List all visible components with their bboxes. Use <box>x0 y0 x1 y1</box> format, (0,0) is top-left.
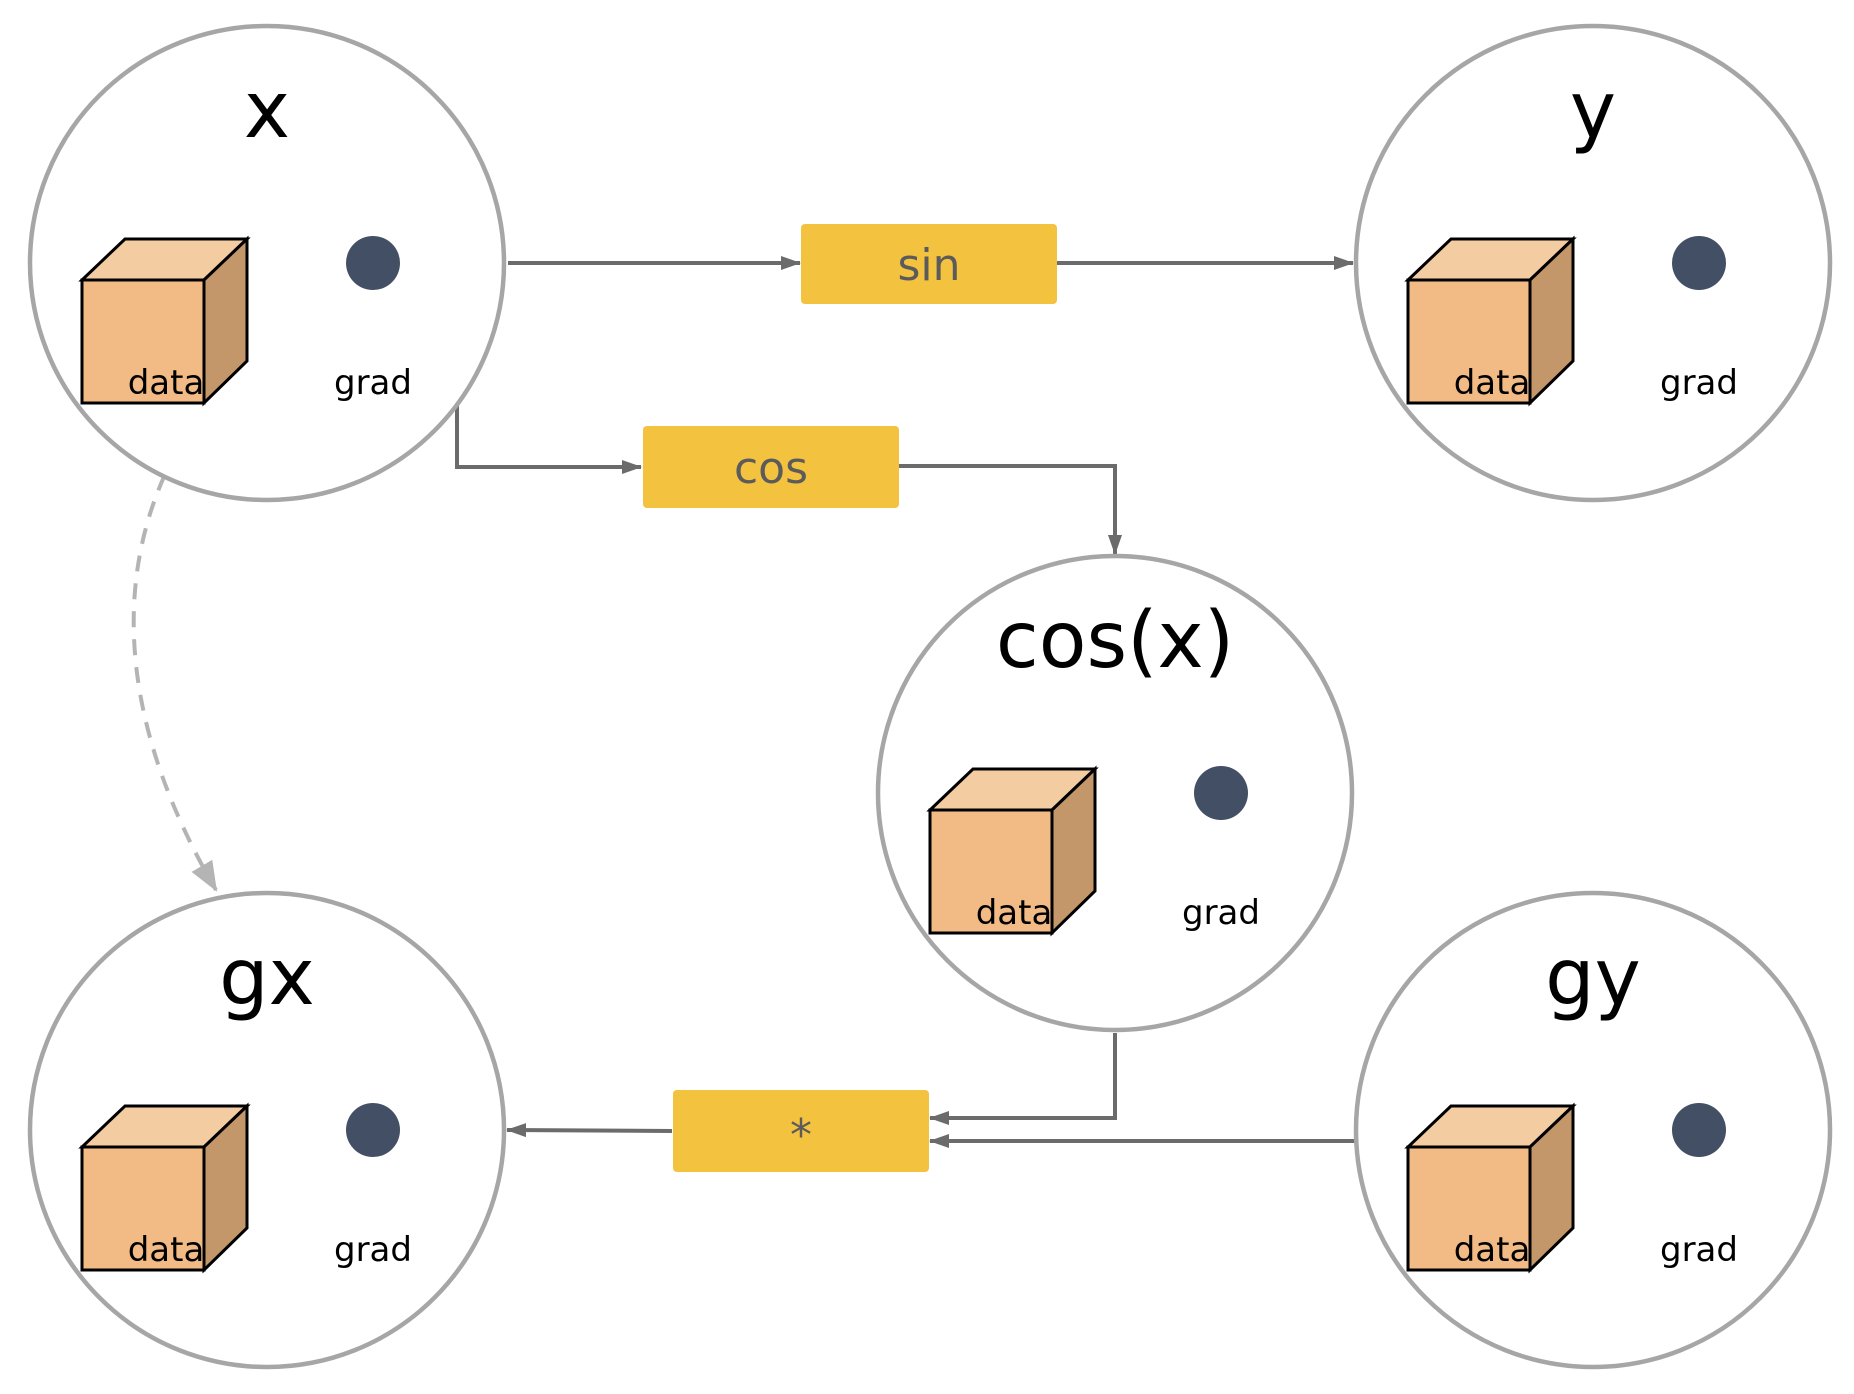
op-mul: * <box>673 1090 929 1172</box>
edge-grad-to-gx-dashed <box>131 271 354 892</box>
node-x-data-cube-icon <box>78 235 251 407</box>
op-cos-label: cos <box>734 443 808 494</box>
node-gx-title: gx <box>219 933 315 1023</box>
op-sin-label: sin <box>897 240 960 291</box>
node-y-grad-label: grad <box>1660 363 1738 403</box>
node-y-data-cube-icon <box>1404 235 1577 407</box>
op-cos: cos <box>643 426 899 508</box>
node-gy-data-label: data <box>1454 1230 1531 1270</box>
node-cosx-data-label: data <box>976 893 1053 933</box>
node-x-data-label: data <box>128 363 205 403</box>
node-gy-grad-dot-icon <box>1672 1103 1726 1157</box>
edge-mul-to-gx <box>506 1123 673 1138</box>
node-x-title: x <box>244 66 290 156</box>
node-gy-title: gy <box>1545 933 1641 1023</box>
node-gx-grad-dot-icon <box>346 1103 400 1157</box>
node-gy-grad-label: grad <box>1660 1230 1738 1270</box>
node-gy-data-cube-icon <box>1404 1102 1577 1274</box>
node-y: y data grad <box>1353 23 1833 503</box>
node-y-data-label: data <box>1454 363 1531 403</box>
node-y-grad-dot-icon <box>1672 236 1726 290</box>
node-gx: gx data grad <box>27 890 507 1370</box>
node-cosx-grad-label: grad <box>1182 893 1260 933</box>
edge-x-to-cos <box>455 402 642 474</box>
node-gx-data-cube-icon <box>78 1102 251 1274</box>
op-sin-box <box>801 224 1057 304</box>
node-gx-grad-label: grad <box>334 1230 412 1270</box>
op-mul-label: * <box>790 1110 812 1161</box>
node-gy: gy data grad <box>1353 890 1833 1370</box>
node-cosx-title: cos(x) <box>996 596 1234 686</box>
node-y-title: y <box>1570 66 1616 156</box>
node-cosx-grad-dot-icon <box>1194 766 1248 820</box>
node-x-grad-dot-icon <box>346 236 400 290</box>
node-x: x data grad <box>27 23 507 503</box>
edge-cos-to-cosx <box>898 464 1122 555</box>
edge-cosx-to-mul <box>929 1033 1117 1125</box>
node-gx-data-label: data <box>128 1230 205 1270</box>
node-cosx: cos(x) data grad <box>875 553 1355 1033</box>
node-x-grad-label: grad <box>334 363 412 403</box>
op-mul-box <box>673 1090 929 1172</box>
node-cosx-data-cube-icon <box>926 765 1099 937</box>
op-sin: sin <box>801 224 1057 304</box>
op-cos-box <box>643 426 899 508</box>
